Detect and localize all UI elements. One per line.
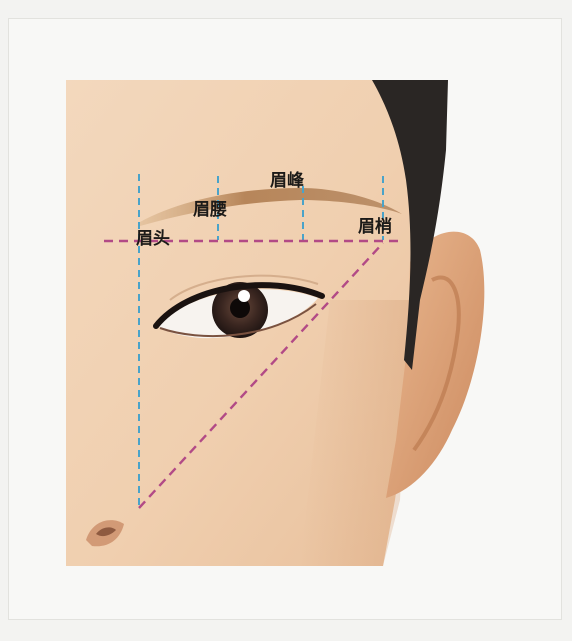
label-brow-head: 眉头 bbox=[136, 231, 170, 248]
label-brow-peak: 眉峰 bbox=[270, 173, 304, 190]
label-brow-tail: 眉梢 bbox=[358, 219, 392, 236]
label-brow-waist: 眉腰 bbox=[193, 202, 227, 219]
eye-highlight bbox=[238, 290, 250, 302]
